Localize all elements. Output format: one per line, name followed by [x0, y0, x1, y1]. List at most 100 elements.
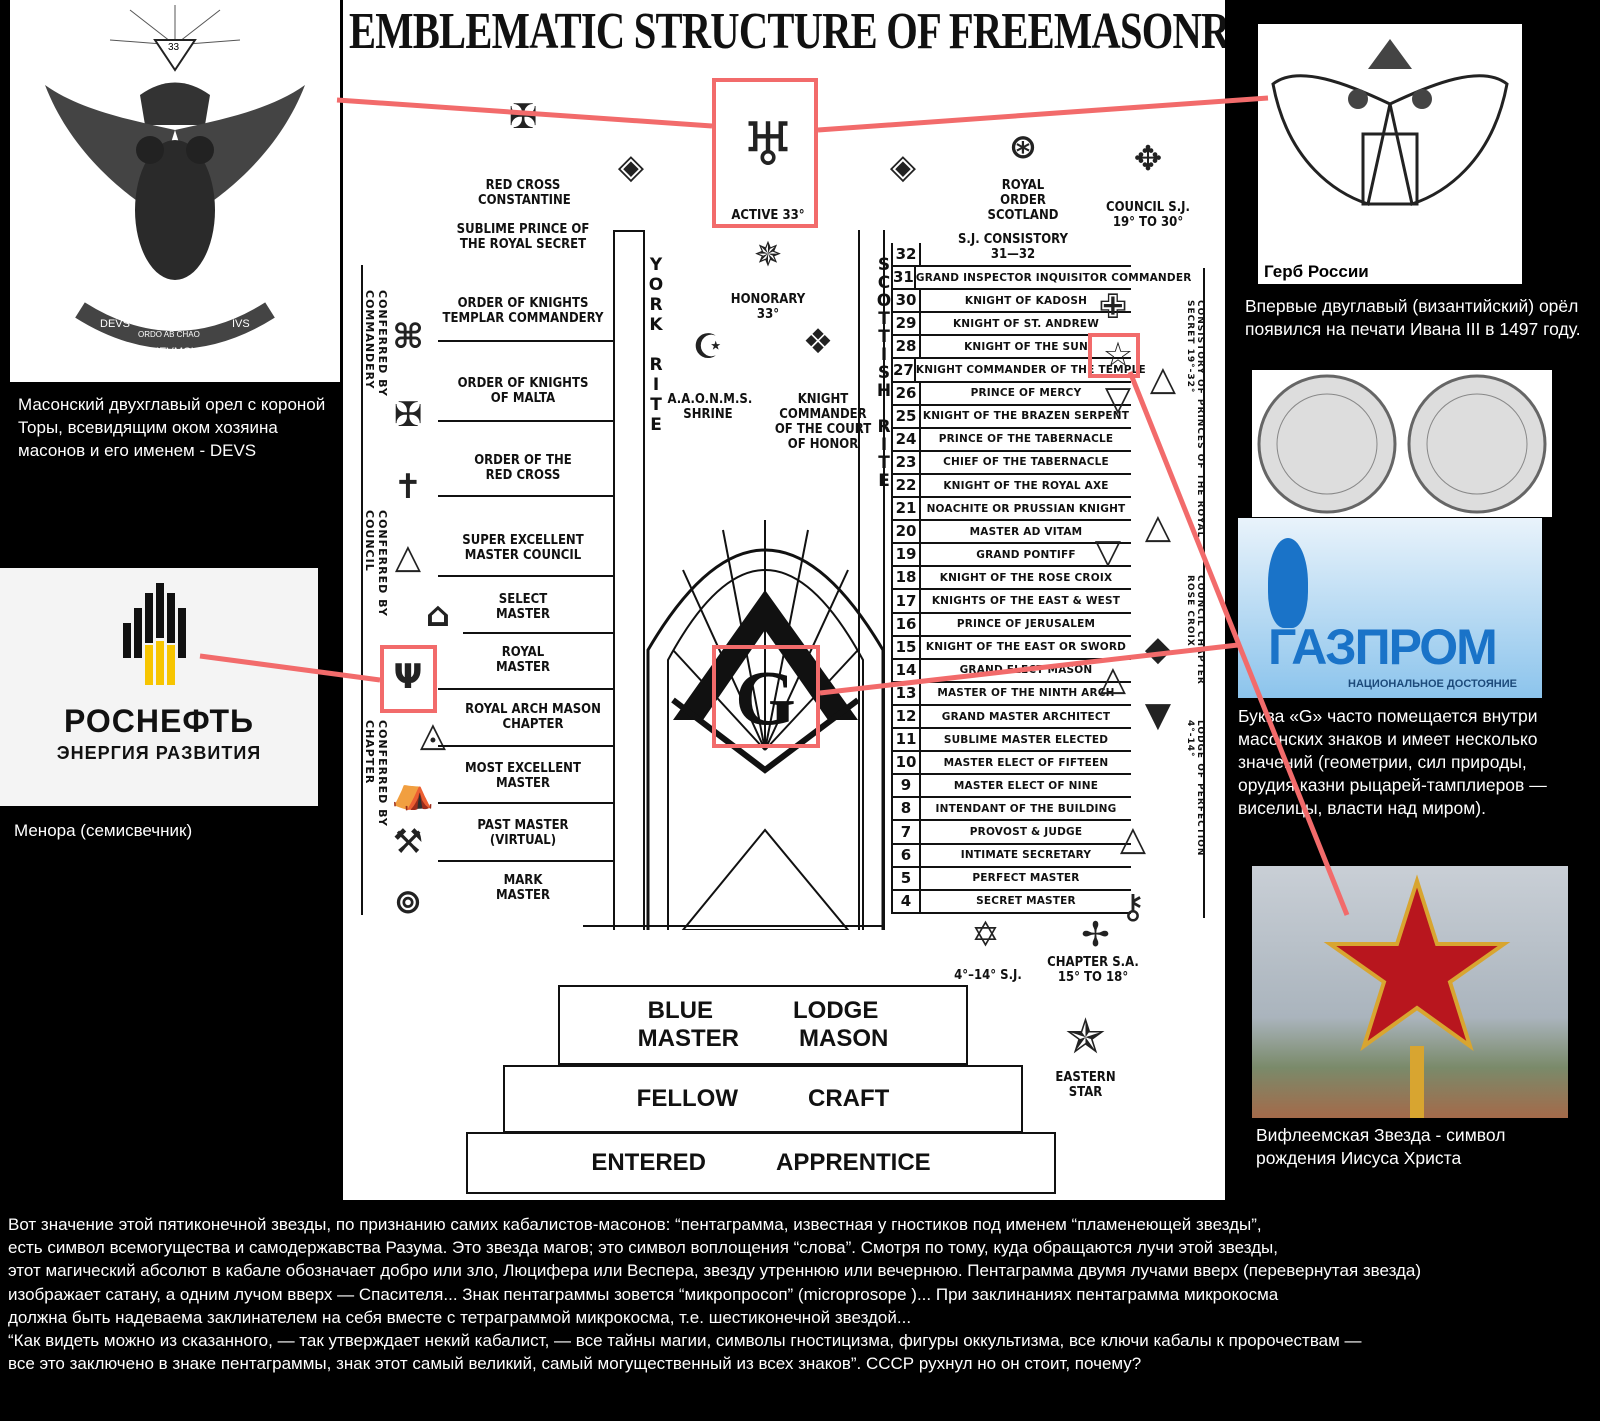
- templar-cross-icon: ⌘: [392, 317, 424, 357]
- york-item-red-cross-constantine: RED CROSS CONSTANTINE: [478, 178, 571, 208]
- pillar-globe-icon: ◈: [889, 147, 917, 187]
- triangle-icon: ▽: [1094, 532, 1122, 572]
- york-item-mark-master: MARK MASTER: [495, 873, 551, 903]
- triangle-icon: △: [1119, 819, 1147, 859]
- square-compass-icon: ⚒: [392, 822, 424, 862]
- degree-title: PRINCE OF THE TABERNACLE: [938, 433, 1114, 446]
- gazprom-logo: ГАЗПРОМ НАЦИОНАЛЬНОЕ ДОСТОЯНИЕ: [1238, 518, 1542, 698]
- york-item-royal-master: ROYAL MASTER: [495, 645, 551, 675]
- arms-caption: Впервые двуглавый (византийский) орёл по…: [1245, 296, 1581, 339]
- council-sj-icon: ✥: [1133, 139, 1163, 179]
- degree-number: 9: [891, 774, 921, 798]
- ivan-iii-seal-image: [1252, 370, 1552, 517]
- degree-title: SUBLIME MASTER ELECTED: [943, 733, 1109, 746]
- connector-menorah: [199, 653, 381, 683]
- gazprom-name: ГАЗПРОМ: [1268, 619, 1498, 675]
- conferred-by-commandery: CONFERRED BY COMMANDERY: [363, 290, 389, 397]
- degree-number: 14: [891, 658, 921, 682]
- degree-title: KNIGHT OF THE BRAZEN SERPENT: [922, 410, 1130, 423]
- shrine-label: A.A.O.N.M.S. SHRINE: [667, 392, 753, 422]
- malta-cross-icon: ✠: [393, 395, 423, 435]
- degree-number: 16: [891, 612, 921, 636]
- degree-title: MASTER ELECT OF NINE: [953, 779, 1099, 792]
- kremlin-star-image: [1252, 866, 1568, 1118]
- york-item-sublime-prince: SUBLIME PRINCE OF THE ROYAL SECRET: [456, 222, 590, 252]
- keystone-icon: ⛺: [391, 772, 435, 812]
- degree-number: 20: [891, 520, 921, 544]
- triangle-heart-icon: ▽: [1104, 379, 1132, 419]
- center-g-letter: G: [735, 654, 796, 741]
- degree-row-9: 9 MASTER ELECT OF NINE: [891, 774, 1131, 799]
- rose-croix-vertical: COUNCIL CHAPTER ROSE CROIX: [1185, 575, 1205, 685]
- red-cross-icon: ✠: [508, 97, 538, 137]
- step-fellow: FELLOW: [636, 1085, 738, 1112]
- degree-number: 32: [891, 243, 921, 266]
- connector-eagle: [336, 97, 713, 129]
- degree-number: 31: [891, 266, 916, 290]
- degree-number: 7: [891, 820, 921, 844]
- degree-number: 28: [891, 335, 921, 359]
- pentagram-icon: ☆: [1102, 335, 1134, 375]
- bottom-text-line: должна быть надеваема заклинателем на се…: [8, 1307, 912, 1327]
- honorary-33-label: HONORARY 33°: [730, 292, 806, 322]
- degree-number: 17: [891, 589, 921, 613]
- degree-number: 13: [891, 681, 921, 705]
- scottish-rite-label: SCOTTISH RITE: [874, 255, 894, 489]
- bottom-text-line: Вот значение этой пятиконечной звезды, п…: [8, 1215, 1262, 1234]
- highlight-menorah: [380, 645, 437, 713]
- active-33-eagle-icon: ♅: [741, 110, 795, 180]
- degree-title: KNIGHT OF THE SUN: [964, 340, 1088, 353]
- york-item-select-master: SELECT MASTER: [495, 592, 551, 622]
- york-item-royal-arch: ROYAL ARCH MASON CHAPTER: [465, 702, 601, 732]
- freemasonry-chart: EMBLEMATIC STRUCTURE OF FREEMASONRY YORK…: [343, 0, 1225, 1200]
- degree-title: CHIEF OF THE TABERNACLE: [943, 456, 1109, 469]
- highlight-g-letter: [712, 645, 820, 748]
- degree-row-10: 10 MASTER ELECT OF FIFTEEN: [891, 751, 1131, 776]
- arch-icon: ⌂: [425, 595, 451, 635]
- knights-kadosh-cross-icon: ✙: [1098, 287, 1128, 327]
- step-master: MASTER: [637, 1025, 739, 1052]
- york-item-malta: ORDER OF KNIGHTS OF MALTA: [457, 376, 589, 406]
- step-entered: ENTERED: [591, 1149, 706, 1176]
- degree-title: KNIGHT OF ST. ANDREW: [952, 317, 1100, 330]
- bottom-text-line: этот магический абсолют в кабале обознач…: [8, 1261, 1422, 1281]
- step-craft: CRAFT: [807, 1085, 890, 1112]
- degree-title: INTENDANT OF THE BUILDING: [935, 802, 1117, 815]
- degree-title: GRAND INSPECTOR INQUISITOR COMMANDER: [915, 271, 1192, 284]
- eagle-motto-ordo: ORDO AB CHAO: [138, 330, 200, 339]
- council-sj-label: COUNCIL S.J. 19° TO 30°: [1106, 200, 1190, 230]
- pillar-globe-icon: ◈: [617, 147, 645, 187]
- highlight-pentagram: [1088, 333, 1140, 378]
- degree-title: GRAND MASTER ARCHITECT: [941, 710, 1111, 723]
- star-caption: Вифлеемская Звезда - символ рождения Иис…: [1256, 1125, 1506, 1168]
- latin-cross-icon: ✝: [393, 467, 423, 507]
- entered-apprentice-step: ENTERED APPRENTICE: [466, 1132, 1056, 1194]
- degree-title: MASTER ELECT OF FIFTEEN: [943, 756, 1109, 769]
- menorah-icon: Ψ: [393, 657, 423, 697]
- bottom-text-line: есть символ всемогущества и самодержавст…: [8, 1238, 1278, 1258]
- triangle-icon: ▼: [1144, 695, 1172, 735]
- degree-number: 11: [891, 728, 921, 752]
- degree-number: 25: [891, 404, 921, 428]
- degree-title: NOACHITE OR PRUSSIAN KNIGHT: [926, 502, 1126, 515]
- arch-sunburst: [646, 520, 885, 930]
- step-apprentice: APPRENTICE: [776, 1149, 931, 1176]
- shrine-icon: ☪: [692, 327, 724, 367]
- key-icon: ⚷: [1120, 887, 1146, 927]
- eagle-motto-meum: MEVMQVE: [150, 346, 207, 358]
- degree-number: 26: [891, 381, 921, 405]
- eagle-number: 33: [168, 42, 180, 53]
- degree-number: 10: [891, 751, 921, 775]
- conferred-by-chapter: CONFERRED BY CHAPTER: [363, 720, 389, 827]
